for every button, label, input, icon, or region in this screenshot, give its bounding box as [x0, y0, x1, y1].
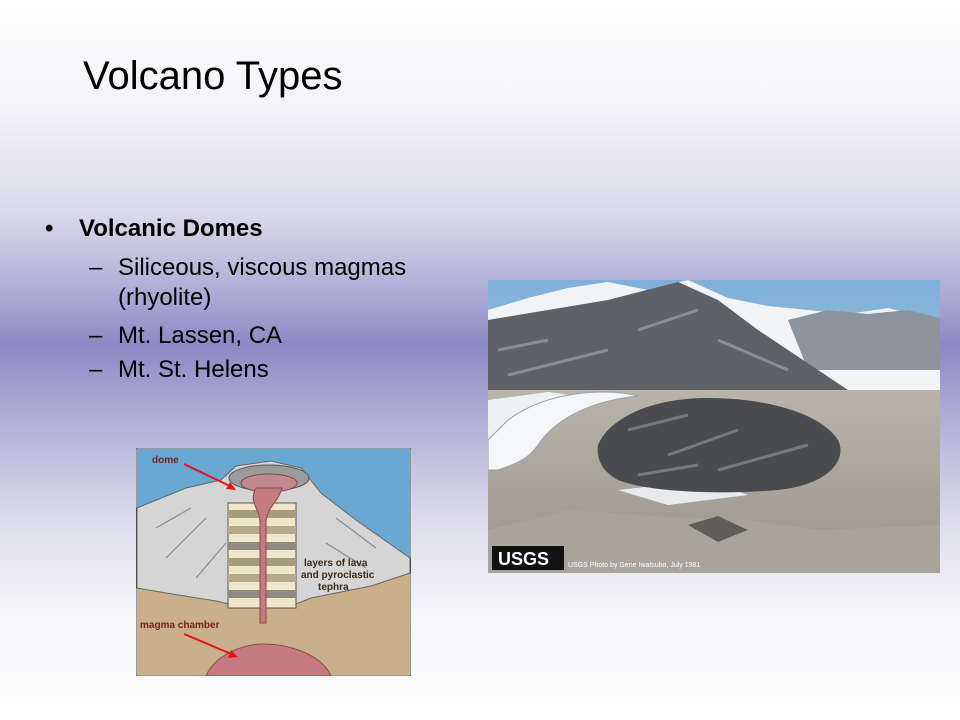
bullet-volcanic-domes: • Volcanic Domes [45, 213, 475, 245]
sub-item-st-helens: – Mt. St. Helens [45, 355, 475, 385]
photo-credit: USGS Photo by Gene Iwatsubo, July 1981 [568, 562, 700, 569]
volcanic-dome-photo: USGS USGS Photo by Gene Iwatsubo, July 1… [488, 280, 940, 573]
sub-item-magmas: – Siliceous, viscous magmas (rhyolite) [45, 253, 475, 313]
label-layers-2: and pyroclastic [301, 570, 375, 581]
bullet-dot: • [45, 215, 54, 242]
dash-marker: – [89, 322, 103, 349]
label-magma-chamber: magma chamber [140, 620, 220, 631]
dash-marker: – [89, 254, 103, 281]
dome-arrow [183, 463, 236, 490]
dash-marker: – [89, 356, 103, 383]
label-layers-1: layers of lava [304, 558, 368, 569]
label-layers-3: tephra [318, 582, 349, 593]
label-dome: dome [152, 455, 179, 466]
chamber-arrow [183, 633, 238, 658]
sub-item-text: Mt. Lassen, CA [118, 322, 283, 349]
usgs-logo: USGS [498, 549, 549, 569]
bullet-text: Volcanic Domes [79, 215, 263, 242]
sub-item-text: Mt. St. Helens [118, 356, 269, 383]
volcanic-dome-diagram: dome layers of lava and pyroclastic teph… [136, 448, 411, 676]
slide-title: Volcano Types [83, 54, 343, 98]
bullet-list: • Volcanic Domes – Siliceous, viscous ma… [45, 213, 475, 385]
sub-item-lassen: – Mt. Lassen, CA [45, 321, 475, 351]
sub-item-text: Siliceous, viscous magmas (rhyolite) [118, 254, 407, 311]
